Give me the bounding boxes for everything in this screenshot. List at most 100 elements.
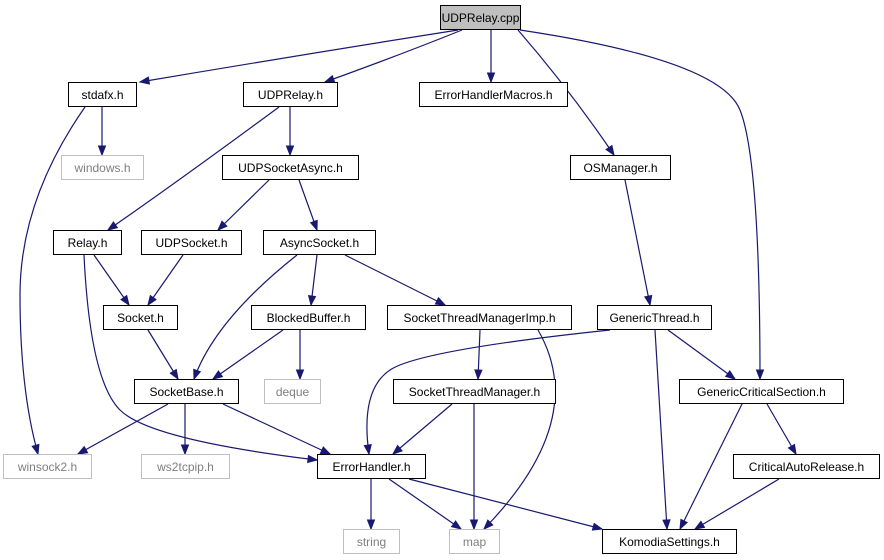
node-criticalautorelease-h-box [733,454,880,479]
node-map-box [449,529,500,554]
arrowhead-icon [434,296,447,306]
edge-line [344,254,446,306]
node-errorhandlermacros-h-label: ErrorHandlerMacros.h [434,88,552,102]
edge-line [366,329,611,455]
node-socket-h[interactable]: Socket.h [103,305,178,330]
node-windows-h[interactable]: windows.h [61,155,144,180]
arrowhead-icon [474,369,483,381]
node-osmanager-h-label: OSManager.h [583,161,657,175]
arrowhead-icon [138,76,151,85]
node-udpsocket-h[interactable]: UDPSocket.h [141,230,242,255]
node-errorhandler-h-label: ErrorHandler.h [332,460,410,474]
edge-udprelay-cpp-to-udprelay-h [323,29,463,83]
edge-line [654,329,668,530]
edge-osmanager-h-to-genericthread-h [624,179,653,307]
node-winsock2-h-label: winsock2.h [17,460,77,474]
node-string[interactable]: string [343,529,400,554]
node-deque[interactable]: deque [264,379,321,404]
edge-asyncsocket-h-to-blockedbuffer-h [307,254,318,307]
edge-line [766,403,797,455]
edge-genericcriticalsection-h-to-komodiasettings-h [679,403,743,531]
node-asyncsocket-h[interactable]: AsyncSocket.h [263,230,376,255]
node-komodiasettings-h[interactable]: KomodiaSettings.h [602,529,737,554]
arrowhead-icon [366,519,376,531]
node-criticalautorelease-h[interactable]: CriticalAutoRelease.h [733,454,880,479]
node-udprelay-h[interactable]: UDPRelay.h [243,82,338,107]
node-map-label: map [463,535,487,549]
node-map[interactable]: map [449,529,500,554]
node-komodiasettings-h-box [602,529,737,554]
node-stdafx-h[interactable]: stdafx.h [68,82,137,107]
arrowhead-icon [662,519,671,531]
edge-relay-h-to-socket-h [93,254,130,307]
node-udprelay-h-box [243,82,338,107]
edge-udprelay-cpp-to-genericcriticalsection-h [519,29,765,381]
arrowhead-icon [469,519,479,531]
node-errorhandler-h[interactable]: ErrorHandler.h [317,454,426,479]
edge-line [624,179,651,306]
node-socketthreadmanager-h[interactable]: SocketThreadManager.h [393,379,556,404]
edge-line [694,478,780,530]
node-osmanager-h[interactable]: OSManager.h [570,155,671,180]
edge-udpsocket-h-to-socket-h [147,254,184,307]
arrowhead-icon [120,294,130,307]
node-komodiasettings-h-label: KomodiaSettings.h [619,535,720,549]
node-socketbase-h-box [134,379,239,404]
node-socketthreadmanagerimp-h-label: SocketThreadManagerImp.h [403,311,555,325]
node-genericcriticalsection-h[interactable]: GenericCriticalSection.h [679,379,844,404]
arrowhead-icon [307,454,319,464]
edge-socketbase-h-to-ws2tcpip-h [180,404,190,456]
arrowhead-icon [450,520,463,530]
arrowhead-icon [307,295,317,307]
edge-errorhandler-h-to-string [366,479,376,531]
edge-socketbase-h-to-winsock2-h [76,403,169,455]
arrowhead-icon [180,444,190,456]
node-udprelay-h-label: UDPRelay.h [258,88,323,102]
arrowhead-icon [643,294,653,307]
node-socket-h-box [103,305,178,330]
edge-line [222,403,331,455]
arrowhead-icon [31,443,40,456]
edge-line [83,254,318,461]
arrowhead-icon [605,144,615,157]
arrowhead-icon [486,72,496,84]
arrowhead-icon [787,443,797,456]
node-udpsocket-h-box [141,230,242,255]
edge-line [408,478,603,530]
node-udprelay-cpp[interactable]: UDPRelay.cpp [440,5,521,30]
edge-line [19,106,86,455]
edge-line [193,254,298,380]
edge-line [93,254,130,306]
edge-socketthreadmanager-h-to-errorhandler-h [391,403,453,455]
arrowhead-icon [323,74,336,83]
edge-socket-h-to-socketbase-h [147,329,179,381]
node-genericthread-h[interactable]: GenericThread.h [597,305,712,330]
node-deque-box [264,379,321,404]
node-windows-h-box [61,155,144,180]
arrowhead-icon [693,520,706,530]
edge-blockedbuffer-h-to-socketbase-h [211,329,284,380]
node-ws2tcpip-h[interactable]: ws2tcpip.h [141,454,230,479]
edge-stdafx-h-to-windows-h [97,107,107,157]
edge-line [77,403,169,455]
edge-line [679,403,743,530]
node-winsock2-h[interactable]: winsock2.h [3,454,92,479]
edge-socketthreadmanagerimp-h-to-map [483,329,556,530]
node-errorhandlermacros-h[interactable]: ErrorHandlerMacros.h [419,82,568,107]
edge-line [519,29,761,380]
arrowhead-icon [169,368,179,381]
edge-errorhandler-h-to-komodiasettings-h [408,478,604,531]
node-socketthreadmanagerimp-h[interactable]: SocketThreadManagerImp.h [387,305,572,330]
arrowhead-icon [76,445,89,455]
node-udpsocketasync-h[interactable]: UDPSocketAsync.h [222,155,359,180]
node-criticalautorelease-h-label: CriticalAutoRelease.h [749,460,864,474]
node-blockedbuffer-h[interactable]: BlockedBuffer.h [251,305,366,330]
node-socketbase-h[interactable]: SocketBase.h [134,379,239,404]
node-relay-h[interactable]: Relay.h [53,230,122,255]
node-blockedbuffer-h-label: BlockedBuffer.h [267,311,351,325]
edge-stdafx-h-to-winsock2-h [19,106,86,456]
node-stdafx-h-box [68,82,137,107]
node-relay-h-box [53,230,122,255]
arrowhead-icon [211,370,224,380]
node-socketthreadmanager-h-label: SocketThreadManager.h [409,385,540,399]
